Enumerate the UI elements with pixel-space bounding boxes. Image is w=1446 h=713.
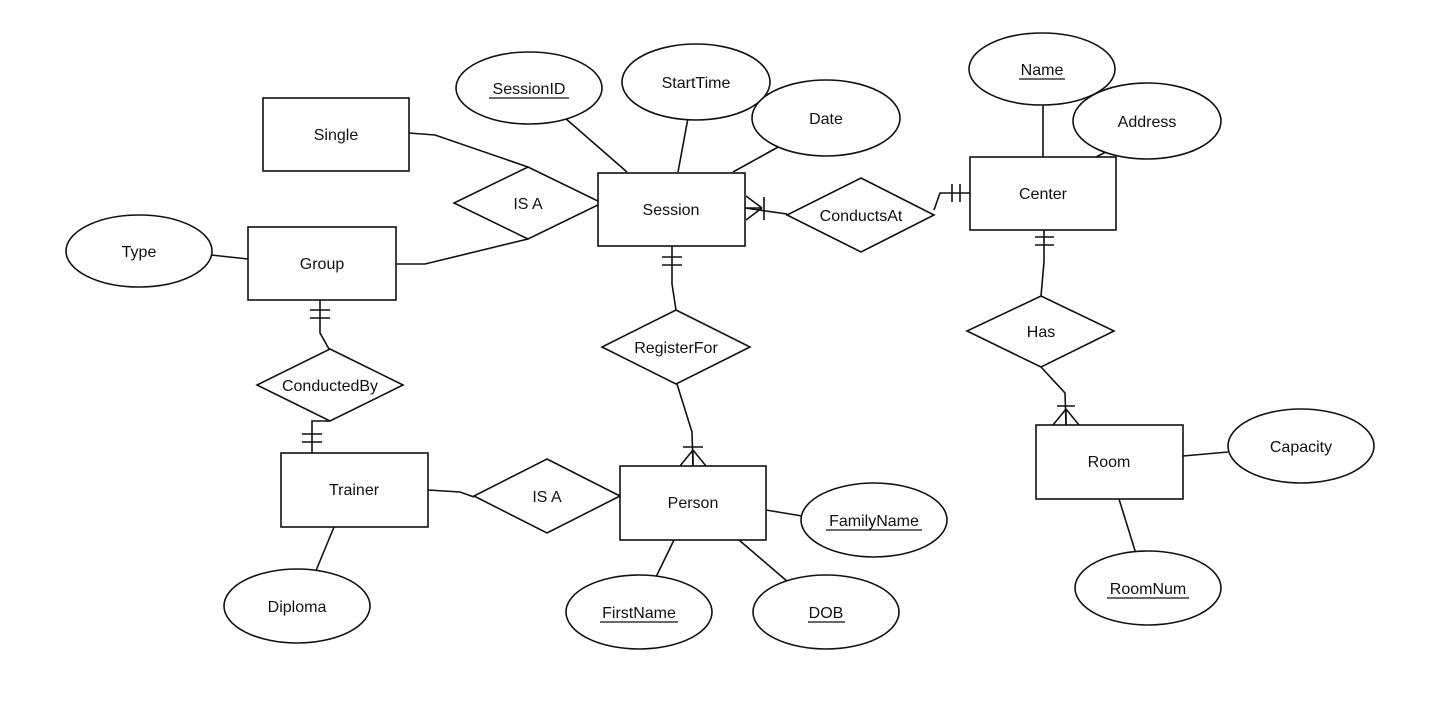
attribute-dob: DOB	[752, 574, 900, 650]
connector-dob-person	[738, 539, 789, 583]
attribute-label: FamilyName	[829, 513, 919, 530]
connector-firstname-person	[654, 539, 675, 580]
relationship-conductsat: ConductsAt	[785, 177, 936, 253]
connector-familyname-person	[765, 509, 803, 517]
attribute-roomnum: RoomNum	[1074, 550, 1222, 626]
attribute-firstname: FirstName	[565, 574, 713, 650]
relationship-conductedby: ConductedBy	[255, 348, 405, 422]
entity-group: Group	[247, 226, 397, 301]
connector-trainer-isa	[427, 489, 475, 498]
entity-label: Trainer	[329, 482, 380, 499]
attribute-label: Address	[1118, 114, 1177, 131]
connectors	[210, 104, 1229, 583]
entity-label: Session	[643, 202, 700, 219]
connector-starttime-session	[677, 117, 689, 173]
entity-label: Person	[668, 495, 719, 512]
relationship-has: Has	[965, 295, 1116, 368]
attribute-label: StartTime	[662, 75, 731, 92]
relationship-registerfor: RegisterFor	[600, 309, 752, 385]
crowsfoot-session-many	[745, 195, 763, 221]
attribute-label: Capacity	[1270, 439, 1332, 456]
connector-group-conductedby	[319, 300, 330, 350]
entity-label: Room	[1088, 454, 1131, 471]
connector-diploma-trainer	[314, 526, 335, 574]
attribute-label: Diploma	[268, 599, 327, 616]
relationship-label: RegisterFor	[634, 340, 718, 357]
attribute-label: SessionID	[493, 81, 566, 98]
entity-label: Center	[1019, 186, 1068, 203]
attribute-capacity: Capacity	[1227, 408, 1375, 484]
attribute-familyname: FamilyName	[800, 482, 948, 558]
attribute-name: Name	[968, 32, 1116, 106]
relationship-label: ConductedBy	[282, 378, 378, 395]
attribute-address: Address	[1072, 82, 1222, 160]
attribute-sessionid: SessionID	[455, 51, 603, 125]
connector-sessionid-session	[564, 117, 628, 173]
connector-capacity-room	[1182, 451, 1229, 457]
relationship-isa-session: IS A	[452, 166, 604, 240]
connector-date-session	[732, 145, 781, 173]
connector-roomnum-room	[1118, 498, 1138, 558]
entity-single: Single	[262, 97, 410, 172]
relationship-label: Has	[1027, 324, 1055, 341]
connector-conductedby-trainer	[311, 420, 330, 453]
attribute-diploma: Diploma	[223, 568, 371, 644]
relationship-label: ConductsAt	[820, 208, 903, 225]
entity-session: Session	[597, 172, 746, 247]
attribute-starttime: StartTime	[621, 43, 771, 121]
connector-type-group	[210, 254, 249, 260]
attribute-label: Name	[1021, 62, 1064, 79]
crowsfoot-person-many	[679, 449, 707, 467]
attribute-label: Type	[122, 244, 157, 261]
attribute-date: Date	[751, 79, 901, 157]
connector-single-isa	[408, 132, 529, 168]
connector-center-has	[1040, 230, 1045, 297]
entity-room: Room	[1035, 424, 1184, 500]
connector-session-conductsat	[744, 207, 788, 215]
connector-group-isa	[397, 238, 529, 265]
entity-trainer: Trainer	[280, 452, 429, 528]
entity-label: Group	[300, 256, 345, 273]
attribute-label: RoomNum	[1110, 581, 1186, 598]
connector-session-registerfor	[671, 246, 677, 311]
relationship-label: IS A	[532, 489, 562, 506]
relationship-isa-person: IS A	[472, 458, 622, 534]
entity-person: Person	[619, 465, 767, 541]
connector-has-room	[1040, 366, 1067, 426]
entity-label: Single	[314, 127, 359, 144]
attribute-label: FirstName	[602, 605, 676, 622]
attribute-label: DOB	[809, 605, 844, 622]
attribute-type: Type	[65, 214, 213, 288]
attribute-label: Date	[809, 111, 843, 128]
crowsfoot-room-many	[1052, 408, 1080, 426]
relationship-label: IS A	[513, 196, 543, 213]
entity-center: Center	[969, 156, 1117, 231]
